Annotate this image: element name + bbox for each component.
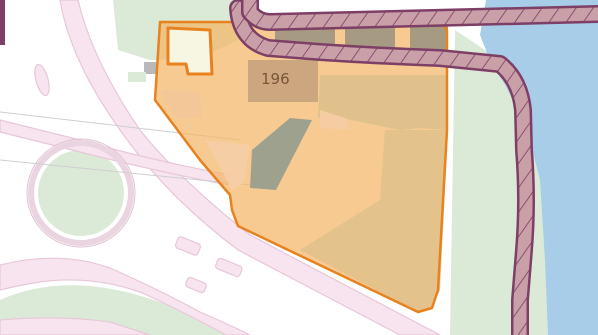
- small-lot[interactable]: [166, 26, 214, 76]
- roundabout-ring: [28, 140, 134, 246]
- green-strip-right: [450, 30, 575, 335]
- roundabout-green: [38, 150, 124, 236]
- building-gray[interactable]: [250, 118, 312, 190]
- boundary-line-top-hatch: [243, 0, 598, 29]
- small-green-patch: [128, 72, 146, 82]
- small-building: [144, 62, 156, 74]
- parcel-number-label: 196: [261, 70, 290, 88]
- selected-parcel-outline[interactable]: [153, 20, 449, 314]
- roundabout-ring-edge: [26, 138, 136, 248]
- parcel-lots: [160, 75, 448, 312]
- building-196[interactable]: [248, 60, 318, 102]
- boundary-line-hatch: [231, 1, 533, 335]
- grid-line: [0, 159, 251, 186]
- boundary-edge-left: [0, 0, 5, 45]
